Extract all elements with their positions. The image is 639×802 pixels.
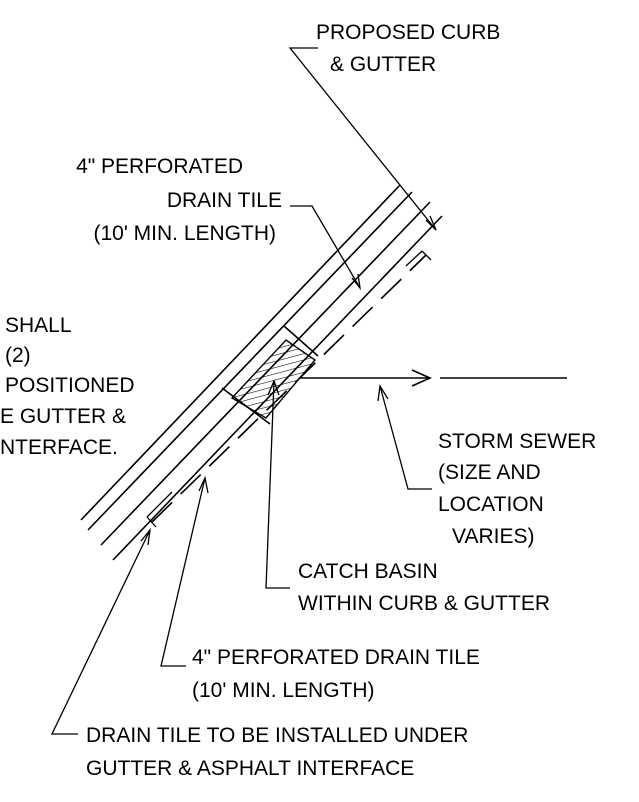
label-storm-sewer-3: LOCATION: [438, 493, 544, 516]
curb-back-line: [80, 184, 401, 521]
label-proposed-curb-2: & GUTTER: [330, 53, 436, 76]
catch-basin-hatch: [230, 339, 317, 419]
leader-proposed-curb: [288, 47, 437, 231]
label-tile-bottom-2: (10' MIN. LENGTH): [192, 679, 375, 702]
label-tile-top-3: (10' MIN. LENGTH): [93, 222, 276, 245]
leader-tile-bottom: [160, 477, 206, 667]
drain-tile-bottom-cap-a: [146, 491, 173, 518]
curb-face-line: [87, 191, 413, 531]
drain-tile-top-cap-a: [405, 250, 423, 267]
label-tile-bottom-1: 4" PERFORATED DRAIN TILE: [192, 646, 480, 669]
label-note-5: NTERFACE.: [0, 436, 118, 459]
leaders: [50, 47, 437, 735]
drain-tile-bottom-end: [146, 516, 157, 528]
drain-tile: [146, 250, 432, 528]
leader-storm-sewer-head: [377, 384, 389, 402]
label-note-3: POSITIONED: [5, 374, 135, 397]
catch-basin: [221, 325, 319, 425]
leader-storm-sewer: [379, 385, 432, 490]
catch-basin-edge-right: [283, 325, 319, 357]
label-install-1: DRAIN TILE TO BE INSTALLED UNDER: [86, 724, 468, 747]
label-note-4: E GUTTER &: [0, 405, 126, 428]
storm-sewer: [300, 369, 567, 387]
label-storm-sewer-4: VARIES): [452, 525, 534, 548]
label-tile-top-2: DRAIN TILE: [167, 189, 282, 212]
storm-sewer-arrowhead: [411, 369, 432, 387]
label-install-2: GUTTER & ASPHALT INTERFACE: [86, 757, 414, 780]
drain-tile-top-end: [421, 250, 432, 261]
label-storm-sewer-1: STORM SEWER: [438, 430, 596, 453]
label-storm-sewer-2: (SIZE AND: [438, 461, 541, 484]
leader-tile-bottom-head: [198, 475, 209, 494]
label-tile-top-1: 4" PERFORATED: [76, 155, 243, 178]
drain-tile-dashed-line: [151, 254, 427, 523]
leader-catch-basin: [265, 380, 290, 589]
leader-install-head: [140, 527, 151, 546]
leader-tile-top-head: [351, 273, 361, 291]
labels: PROPOSED CURB & GUTTER 4" PERFORATED DRA…: [0, 21, 596, 780]
leader-install: [50, 529, 151, 735]
label-note-1: SHALL: [5, 314, 72, 337]
leader-tile-top: [290, 205, 361, 289]
label-catch-basin-1: CATCH BASIN: [298, 560, 438, 583]
label-proposed-curb-1: PROPOSED CURB: [316, 21, 500, 44]
label-catch-basin-2: WITHIN CURB & GUTTER: [298, 592, 550, 615]
leader-proposed-curb-head: [425, 215, 437, 231]
leader-catch-basin-head: [267, 379, 280, 396]
label-note-2: (2): [5, 344, 31, 367]
